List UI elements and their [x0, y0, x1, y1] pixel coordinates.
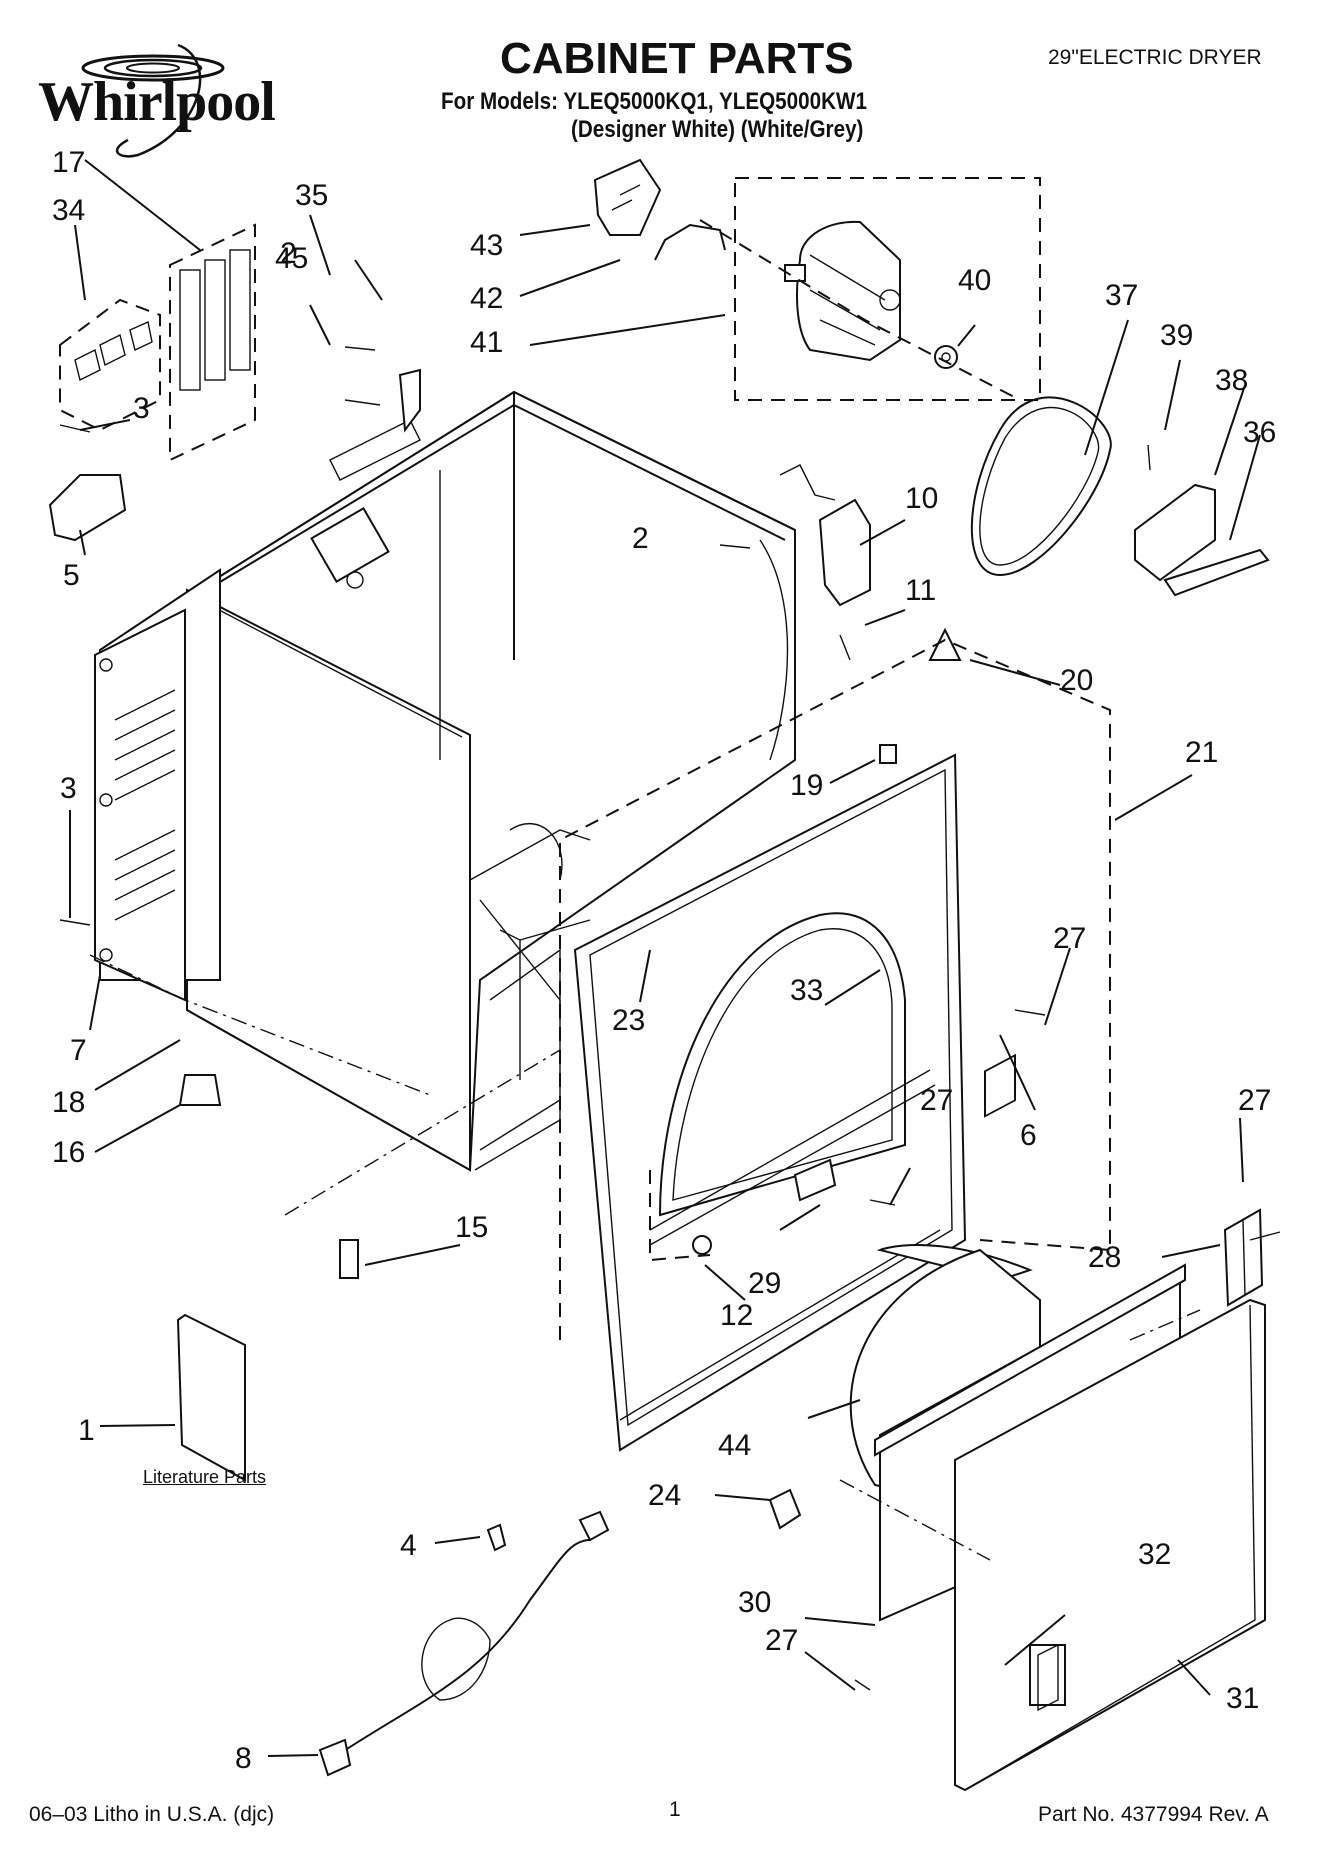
- rear-side-panel: [94, 568, 221, 1002]
- callout-35: 35: [295, 179, 328, 212]
- callout-33: 33: [790, 974, 823, 1007]
- callout-28: 28: [1088, 1241, 1121, 1274]
- sensor-10: [818, 498, 871, 607]
- callout-21: 21: [1185, 736, 1218, 769]
- footer-part-number: Part No. 4377994 Rev. A: [1038, 1803, 1269, 1826]
- bracket-5: [48, 474, 127, 542]
- page-title: CABINET PARTS: [500, 34, 854, 83]
- leveling-leg-16: [178, 1074, 222, 1106]
- terminal-block-34: [59, 298, 161, 432]
- strike-29: [793, 1158, 837, 1202]
- callout-15: 15: [455, 1211, 488, 1244]
- callout-2b: 2: [632, 522, 649, 555]
- callout-2a: 2: [280, 237, 297, 270]
- callout-7: 7: [70, 1034, 87, 1067]
- callout-44: 44: [718, 1429, 751, 1462]
- switch-36: [1163, 548, 1270, 597]
- callout-12: 12: [720, 1299, 753, 1332]
- callout-11: 11: [905, 574, 936, 607]
- callout-27d: 27: [765, 1624, 798, 1657]
- motor-assembly: [734, 177, 1041, 401]
- callout-45: 45: [275, 242, 308, 275]
- callout-17: 17: [52, 146, 85, 179]
- callout-37: 37: [1105, 279, 1138, 312]
- clip-15: [339, 1239, 359, 1279]
- terminal-block-17: [169, 223, 256, 462]
- callout-24: 24: [648, 1479, 681, 1512]
- callout-labels: 1 2 2 3 3 4 5 6 7 8 10 11 12 15 16 17 18…: [52, 146, 1276, 1775]
- callout-39: 39: [1160, 319, 1193, 352]
- callout-36: 36: [1243, 416, 1276, 449]
- catch-24: [768, 1488, 802, 1530]
- cabinet-body: [186, 390, 796, 1172]
- callout-30: 30: [738, 1586, 771, 1619]
- bumper-12: [692, 1235, 712, 1255]
- bracket-38: [1134, 483, 1216, 582]
- callout-27a: 27: [1053, 922, 1086, 955]
- clip-35: [398, 368, 421, 433]
- front-panel: [573, 753, 967, 1452]
- whirlpool-swirl-icon: [81, 43, 225, 158]
- callout-23: 23: [612, 1004, 645, 1037]
- callout-16: 16: [52, 1136, 85, 1169]
- clip-19: [879, 744, 897, 764]
- callout-18: 18: [52, 1086, 85, 1119]
- callout-27c: 27: [1238, 1084, 1271, 1117]
- callout-34: 34: [52, 194, 85, 227]
- callout-40: 40: [958, 264, 991, 297]
- callout-42: 42: [470, 282, 503, 315]
- callout-1: 1: [78, 1414, 95, 1447]
- callout-6: 6: [1020, 1119, 1037, 1152]
- footer-litho: 06–03 Litho in U.S.A. (djc): [29, 1803, 275, 1826]
- product-type: 29"ELECTRIC DRYER: [1048, 46, 1262, 69]
- callout-4: 4: [400, 1529, 417, 1562]
- callout-8: 8: [235, 1742, 252, 1775]
- models-line: For Models: YLEQ5000KQ1, YLEQ5000KW1: [441, 88, 867, 115]
- door-assembly: [849, 1053, 1266, 1792]
- callout-38: 38: [1215, 364, 1248, 397]
- callout-31: 31: [1226, 1682, 1259, 1715]
- clip-4: [486, 1523, 507, 1552]
- callout-43: 43: [470, 229, 503, 262]
- brand-logo-text: Whirlpool: [38, 71, 276, 133]
- callout-32: 32: [1138, 1538, 1171, 1571]
- callout-19: 19: [790, 769, 823, 802]
- callout-20: 20: [1060, 664, 1093, 697]
- colors-line: (Designer White) (White/Grey): [571, 116, 864, 143]
- drive-belt: [970, 396, 1112, 577]
- callout-3b: 3: [60, 772, 77, 805]
- literature-parts-label: Literature Parts: [143, 1467, 267, 1487]
- callout-27b: 27: [920, 1084, 953, 1117]
- callout-10: 10: [905, 482, 938, 515]
- callout-29: 29: [748, 1267, 781, 1300]
- literature-booklet: [176, 1313, 246, 1482]
- callout-3a: 3: [133, 392, 150, 425]
- callout-5: 5: [63, 559, 80, 592]
- whirlpool-logo: Whirlpool: [28, 40, 298, 160]
- power-cord-8: [329, 1539, 591, 1761]
- footer-page-number: 1: [669, 1798, 681, 1821]
- callout-41: 41: [470, 326, 503, 359]
- motor-brackets: [593, 158, 726, 261]
